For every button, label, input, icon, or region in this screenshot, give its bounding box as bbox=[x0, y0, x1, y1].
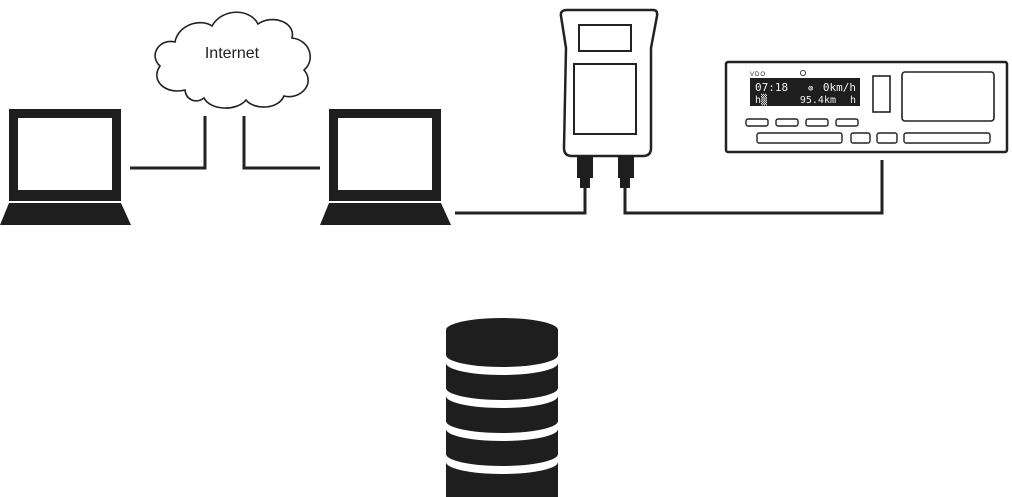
tachograph-key-left bbox=[850, 132, 871, 144]
laptop-to-reader-line bbox=[455, 188, 587, 215]
card-slot-1 bbox=[756, 132, 843, 144]
tachograph-device: VDO 07:18 ⊚ 0km/h h▒ 95.4km h bbox=[724, 60, 1009, 154]
internet-cloud: Internet bbox=[154, 11, 312, 109]
display-activity-icon: ⊚ bbox=[808, 84, 814, 94]
right-laptop-icon bbox=[320, 109, 451, 225]
display-mode-icon: h bbox=[850, 95, 856, 106]
printer-door bbox=[901, 71, 995, 122]
left-laptop-to-cloud-line bbox=[130, 116, 207, 170]
tachograph-button-1 bbox=[745, 118, 769, 127]
card-slot-2 bbox=[903, 132, 991, 144]
tachograph-indicator-icon bbox=[800, 70, 807, 77]
tachograph-key-right bbox=[876, 132, 898, 144]
reader-to-tachograph-line bbox=[623, 160, 884, 215]
display-odometer: 95.4km bbox=[800, 95, 836, 106]
database-icon bbox=[446, 318, 558, 497]
download-device-icon bbox=[559, 8, 659, 188]
left-laptop-icon bbox=[0, 109, 131, 225]
card-slot-vertical bbox=[872, 75, 891, 113]
tachograph-button-2 bbox=[775, 118, 799, 127]
tachograph-button-4 bbox=[835, 118, 859, 127]
tachograph-display bbox=[750, 78, 860, 106]
internet-label: Internet bbox=[205, 45, 260, 62]
display-card-icon: h▒ bbox=[755, 93, 768, 106]
display-speed: 0km/h bbox=[823, 81, 856, 94]
display-time: 07:18 bbox=[755, 81, 788, 94]
connection-lines bbox=[130, 116, 884, 215]
tachograph-brand: VDO bbox=[750, 72, 766, 78]
tachograph-button-3 bbox=[805, 118, 829, 127]
cloud-to-right-laptop-line bbox=[242, 116, 320, 170]
